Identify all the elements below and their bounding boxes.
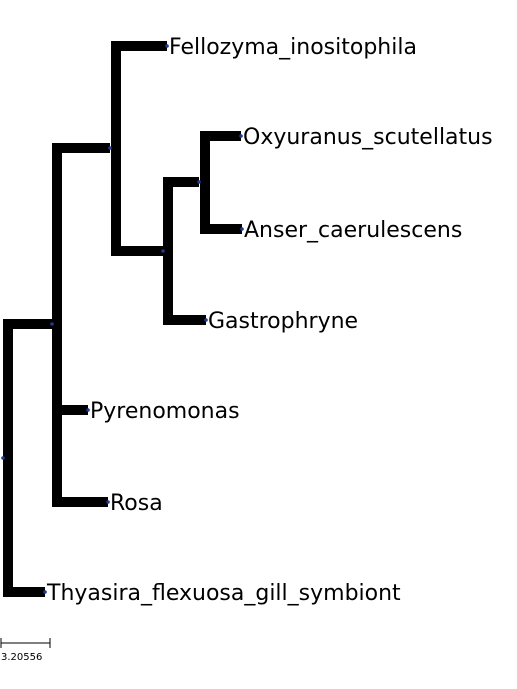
tree-branches [3, 41, 242, 597]
node-dots [1, 44, 244, 594]
leaf-labels: Fellozyma_inositophila Oxyuranus_scutell… [46, 35, 493, 606]
leaf-label-oxyuranus: Oxyuranus_scutellatus [243, 125, 493, 150]
leaf-label-fellozyma: Fellozyma_inositophila [169, 35, 417, 60]
scale-bar [0, 638, 51, 648]
leaf-dot-anser [240, 227, 244, 231]
leaf-label-thyasira: Thyasira_flexuosa_gill_symbiont [46, 581, 401, 606]
node-clade-a [50, 322, 54, 326]
node-clade-b [108, 146, 112, 150]
node-clade-c [161, 249, 165, 253]
leaf-dot-rosa [106, 500, 110, 504]
leaf-label-rosa: Rosa [110, 491, 163, 516]
leaf-dot-gastrophryne [204, 318, 208, 322]
leaf-dot-fellozyma [165, 44, 169, 48]
leaf-dot-thyasira [43, 590, 47, 594]
leaf-label-gastrophryne: Gastrophryne [208, 309, 358, 334]
leaf-label-pyrenomonas: Pyrenomonas [90, 399, 240, 424]
leaf-dot-oxyuranus [239, 134, 243, 138]
leaf-label-anser: Anser_caerulescens [244, 218, 462, 243]
leaf-dot-pyrenomonas [86, 408, 90, 412]
scale-bar-label: 3.20556 [1, 652, 42, 663]
node-root [1, 456, 5, 460]
node-clade-d [197, 180, 201, 184]
